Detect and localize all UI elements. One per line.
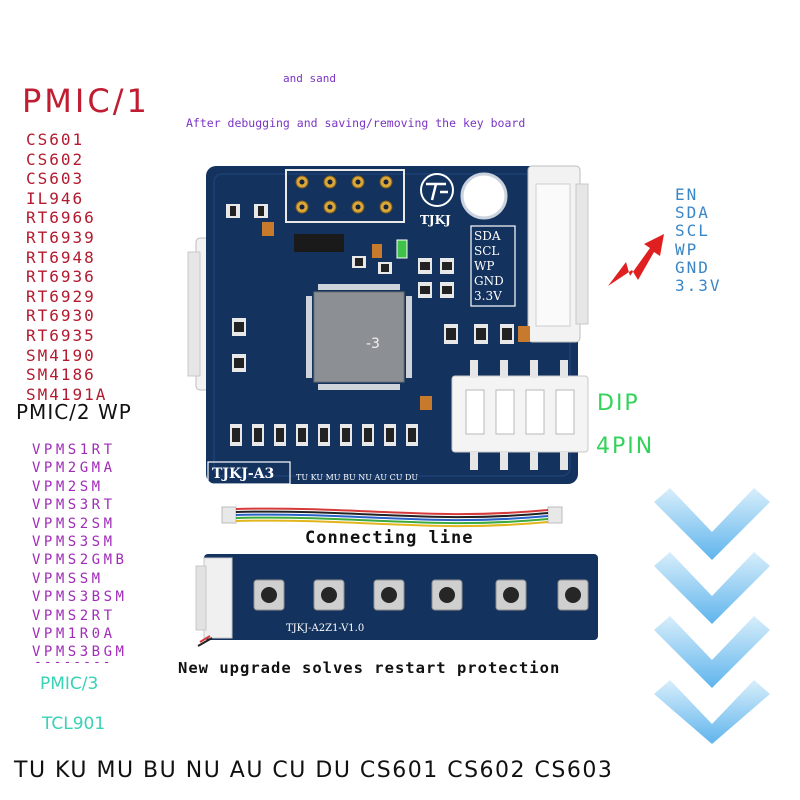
pin-label-3v3: 3.3V (675, 276, 722, 296)
pmic2-item: VPM2GMA (32, 460, 116, 477)
connecting-cable (221, 506, 563, 528)
eeprom-chip (294, 234, 344, 252)
pmic1-item: RT6930 (26, 306, 96, 326)
pin-label-scl: SCL (675, 221, 710, 241)
pmic1-item: RT6966 (26, 208, 96, 228)
pmic1-item: IL946 (26, 188, 85, 208)
pmic1-item: CS601 (26, 130, 85, 149)
debug-note: After debugging and saving/removing the … (186, 116, 526, 130)
tcl901-label: TCL901 (42, 714, 106, 734)
key-board-label: TJKJ-A2Z1-V1.0 (286, 623, 364, 634)
pin-label-wp: WP (675, 239, 699, 259)
pmic1-item: SM4186 (26, 365, 96, 385)
pmic2-item: VPM1R0A (32, 626, 116, 643)
pin-label-en: EN (675, 185, 699, 204)
silk-pin-scl: SCL (474, 244, 499, 258)
pmic1-item: SM4190 (26, 345, 96, 365)
connecting-line-label: Connecting line (305, 528, 474, 548)
key-board: TJKJ-A2Z1-V1.0 (195, 554, 598, 647)
four-pin-label: 4PIN (596, 434, 655, 459)
board-model-label: TJKJ-A3 (212, 466, 274, 482)
pmic2-item: VPMS2SM (32, 515, 116, 532)
pmic1-title: PMIC/1 (22, 82, 150, 120)
pmic1-item: RT6948 (26, 247, 96, 267)
chevron-down-icon (654, 488, 770, 560)
pmic2-item: VPMS3BSM (32, 589, 128, 606)
board-logo-text: TJKJ (420, 213, 451, 227)
key-buttons (253, 579, 589, 611)
pmic1-item: RT6935 (26, 325, 96, 345)
pmic3-title: PMIC/3 (40, 674, 99, 694)
board-bottom-codes: TU KU MU BU NU AU CU DU (296, 473, 418, 482)
dip-label: DIP (597, 391, 640, 416)
silk-pin-wp: WP (474, 259, 494, 273)
red-arrow-icon (608, 234, 664, 286)
pmic1-list: CS601 CS602 CS603 IL946 RT6966 RT6939 RT… (26, 130, 107, 404)
mounting-hole (460, 172, 508, 220)
header-p1 (285, 169, 405, 223)
and-sand-note: and sand (283, 72, 336, 85)
mcu-chip: -3 (306, 284, 412, 390)
silk-pin-gnd: GND (474, 274, 504, 288)
pmic1-item: SM4191A (26, 384, 108, 404)
pmic1-item: CS603 (26, 169, 85, 189)
pmic2-list: VPMS1RT VPM2GMA VPM2SM VPMS3RT VPMS2SM V… (32, 441, 127, 662)
pmic2-item: VPMS3RT (32, 497, 116, 514)
pmic2-item: VPMS2RT (32, 607, 116, 624)
pmic1-item: RT6939 (26, 227, 96, 247)
pmic2-item: VPMS3BGM (32, 644, 128, 661)
dip-switch (451, 360, 589, 470)
chevron-down-icon (654, 552, 770, 624)
pin-labels: EN SDA SCL WP GND 3.3V (675, 185, 722, 296)
down-chevrons (654, 488, 770, 744)
right-connector (527, 165, 589, 343)
chevron-down-icon (654, 680, 770, 744)
supported-models-line: TU KU MU BU NU AU CU DU CS601 CS602 CS60… (14, 758, 614, 783)
smd-components (226, 204, 530, 410)
pmic1-item: CS602 (26, 149, 85, 169)
pmic2-item: VPMS2GMB (32, 552, 128, 569)
led (396, 239, 408, 259)
divider-dashes: -------- (34, 655, 113, 670)
tjkj-logo-icon (420, 173, 454, 207)
pmic2-item: VPMS3SM (32, 534, 116, 551)
silk-pin-3v3: 3.3V (474, 289, 502, 303)
pmic2-item: VPM2SM (32, 478, 104, 495)
pmic2-item: VPMS1RT (32, 442, 116, 458)
silk-pin-sda: SDA (474, 229, 501, 243)
pmic1-item: RT6936 (26, 267, 96, 287)
chip-mark: -3 (366, 336, 380, 352)
resistor-row (230, 424, 418, 446)
chevron-down-icon (654, 616, 770, 688)
pmic2-title: PMIC/2 WP (16, 400, 132, 424)
pin-label-gnd: GND (675, 257, 710, 277)
pin-label-sda: SDA (675, 203, 710, 223)
pmic2-item: VPMSSM (32, 570, 104, 587)
upgrade-note: New upgrade solves restart protection (178, 659, 561, 677)
pmic1-item: RT6929 (26, 286, 96, 306)
